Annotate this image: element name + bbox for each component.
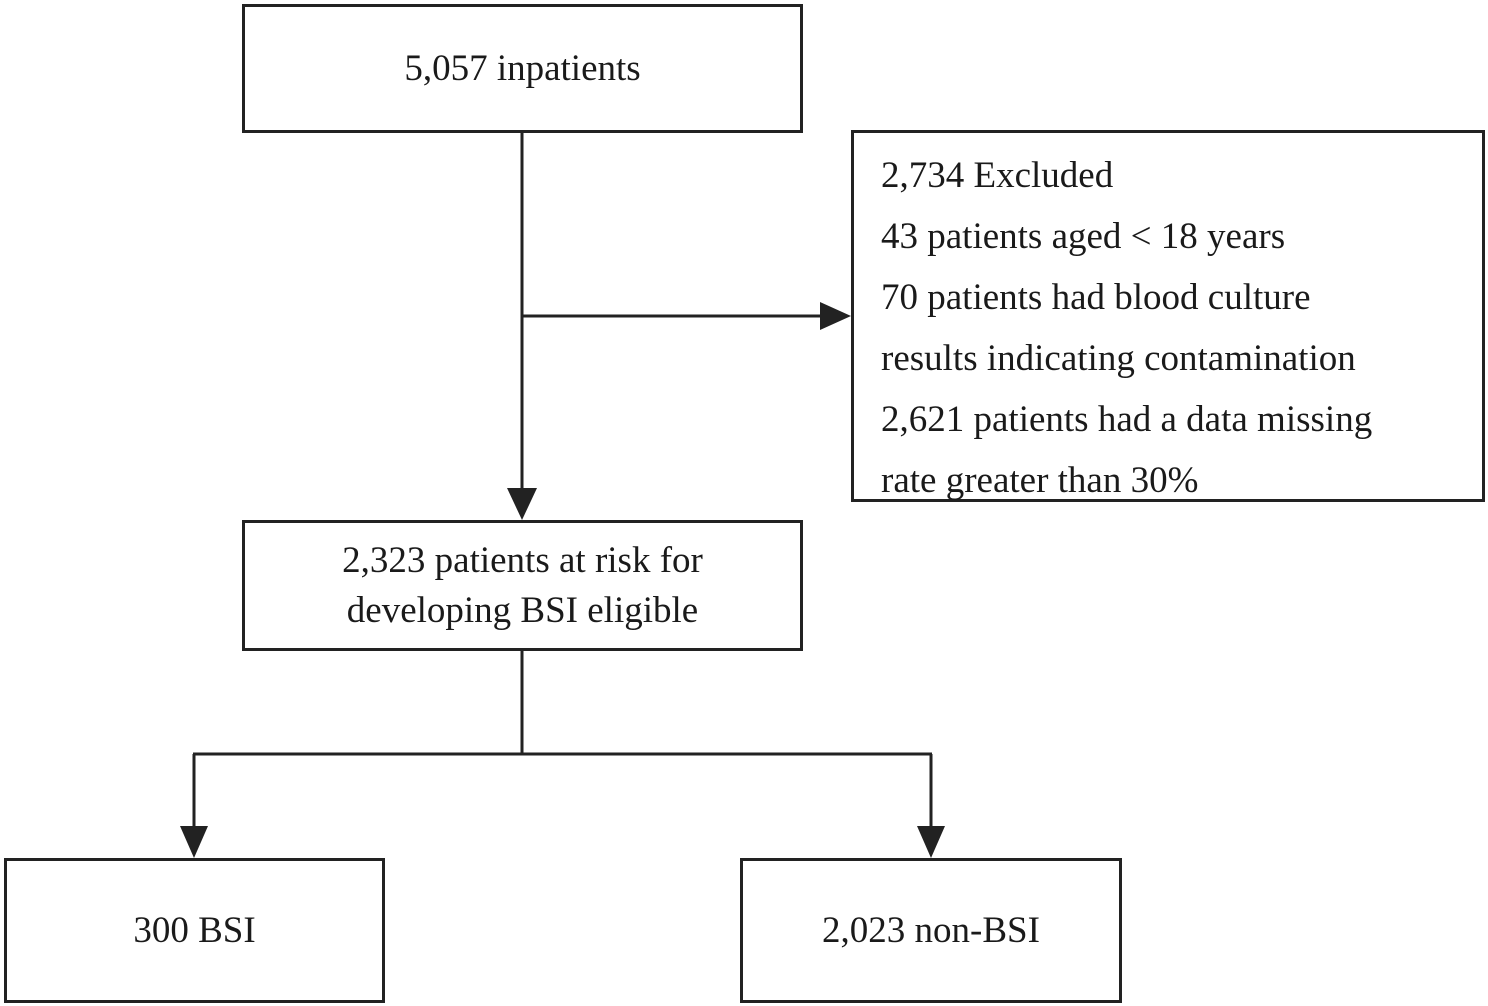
node-bsi-line: 300 BSI (133, 909, 256, 951)
node-bsi: 300 BSI (4, 858, 385, 1003)
node-inpatients-line: 5,057 inpatients (404, 47, 641, 89)
excluded-reason-age: 43 patients aged < 18 years (881, 216, 1286, 257)
excluded-total: 2,734 Excluded (881, 155, 1114, 196)
excluded-reason-missing-line-2: rate greater than 30% (881, 460, 1199, 501)
node-non-bsi-line: 2,023 non-BSI (822, 909, 1040, 951)
node-inpatients: 5,057 inpatients (242, 4, 803, 133)
excluded-reason-missing-line-1: 2,621 patients had a data missing (881, 399, 1373, 440)
node-at-risk: 2,323 patients at risk for developing BS… (242, 520, 803, 651)
excluded-reason-contamination-line-2: results indicating contamination (881, 338, 1356, 379)
arrowhead-at-risk (507, 488, 537, 520)
node-at-risk-line-1: 2,323 patients at risk for (342, 539, 703, 581)
arrowhead-bsi (180, 826, 208, 858)
node-excluded: 2,734 Excluded 43 patients aged < 18 yea… (851, 130, 1485, 502)
node-at-risk-line-2: developing BSI eligible (346, 589, 699, 631)
node-non-bsi: 2,023 non-BSI (740, 858, 1122, 1003)
excluded-reason-contamination-line-1: 70 patients had blood culture (881, 277, 1311, 318)
arrowhead-non-bsi (917, 826, 945, 858)
arrowhead-excluded (820, 302, 851, 330)
